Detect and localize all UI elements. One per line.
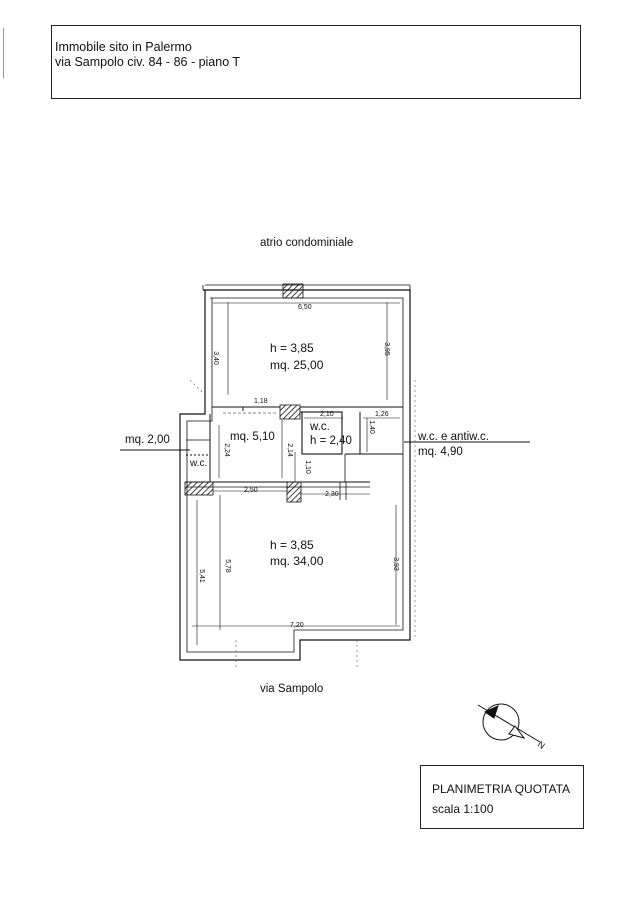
property-location-line: Immobile sito in Palermo xyxy=(55,40,192,54)
dim-left-room2-inner: 5,78 xyxy=(223,559,231,573)
room1-area-label: mq. 25,00 xyxy=(270,358,324,372)
wc1-label: w.c. xyxy=(310,421,330,433)
dim-right-room1: 3,95 xyxy=(382,342,390,356)
title-block: PLANIMETRIA QUOTATA scala 1:100 xyxy=(420,765,584,829)
dim-corridor-right: 2,14 xyxy=(285,443,293,457)
dim-bottom-left: 2,50 xyxy=(244,487,258,494)
dim-corridor-left: 2,24 xyxy=(222,443,230,457)
corridor-area-label: mq. 5,10 xyxy=(230,431,275,443)
dim-width-room2: 7,20 xyxy=(290,622,304,629)
plan-title: PLANIMETRIA QUOTATA xyxy=(432,782,571,796)
compass-rose xyxy=(477,703,541,743)
room1-height-label: h = 3,85 xyxy=(270,341,314,355)
interior-walls xyxy=(186,406,403,500)
dim-wc1-width: 2,10 xyxy=(320,411,334,418)
dim-left-room1: 3,40 xyxy=(211,351,219,365)
wc-left-label: w.c. xyxy=(190,458,208,469)
dim-left-room2-outer: 5,41 xyxy=(197,569,205,583)
wc-left-area-label: mq. 2,00 xyxy=(125,434,170,446)
scan-margin-mark xyxy=(3,28,4,78)
atrio-label: atrio condominiale xyxy=(260,237,354,249)
dim-corridor-top: 1,18 xyxy=(254,398,268,405)
dim-wc2-width: 1,26 xyxy=(375,411,389,418)
wc-right-label: w.c. e antiw.c. xyxy=(418,431,489,443)
street-label: via Sampolo xyxy=(260,683,324,695)
dim-wc2-height: 1,40 xyxy=(367,420,375,434)
plan-scale: scala 1:100 xyxy=(432,802,494,816)
dim-right-room2: 3,93 xyxy=(391,557,399,571)
dimension-lines xyxy=(120,302,530,645)
room2-height-label: h = 3,85 xyxy=(270,538,314,552)
wc1-height-label: h = 2,40 xyxy=(310,435,352,447)
property-header-box: Immobile sito in Palermo via Sampolo civ… xyxy=(51,25,581,99)
dim-bottom-right: 2,30 xyxy=(325,491,339,498)
property-address-line: via Sampolo civ. 84 - 86 - piano T xyxy=(55,55,241,69)
wc-right-area-label: mq. 4,90 xyxy=(418,446,463,458)
dim-width-room1: 6,50 xyxy=(298,304,312,311)
structural-pillars xyxy=(184,283,304,503)
exterior-walls xyxy=(179,284,411,661)
room2-area-label: mq. 34,00 xyxy=(270,554,324,568)
construction-marks xyxy=(189,379,416,670)
dim-door-gap: 1,10 xyxy=(303,460,311,474)
